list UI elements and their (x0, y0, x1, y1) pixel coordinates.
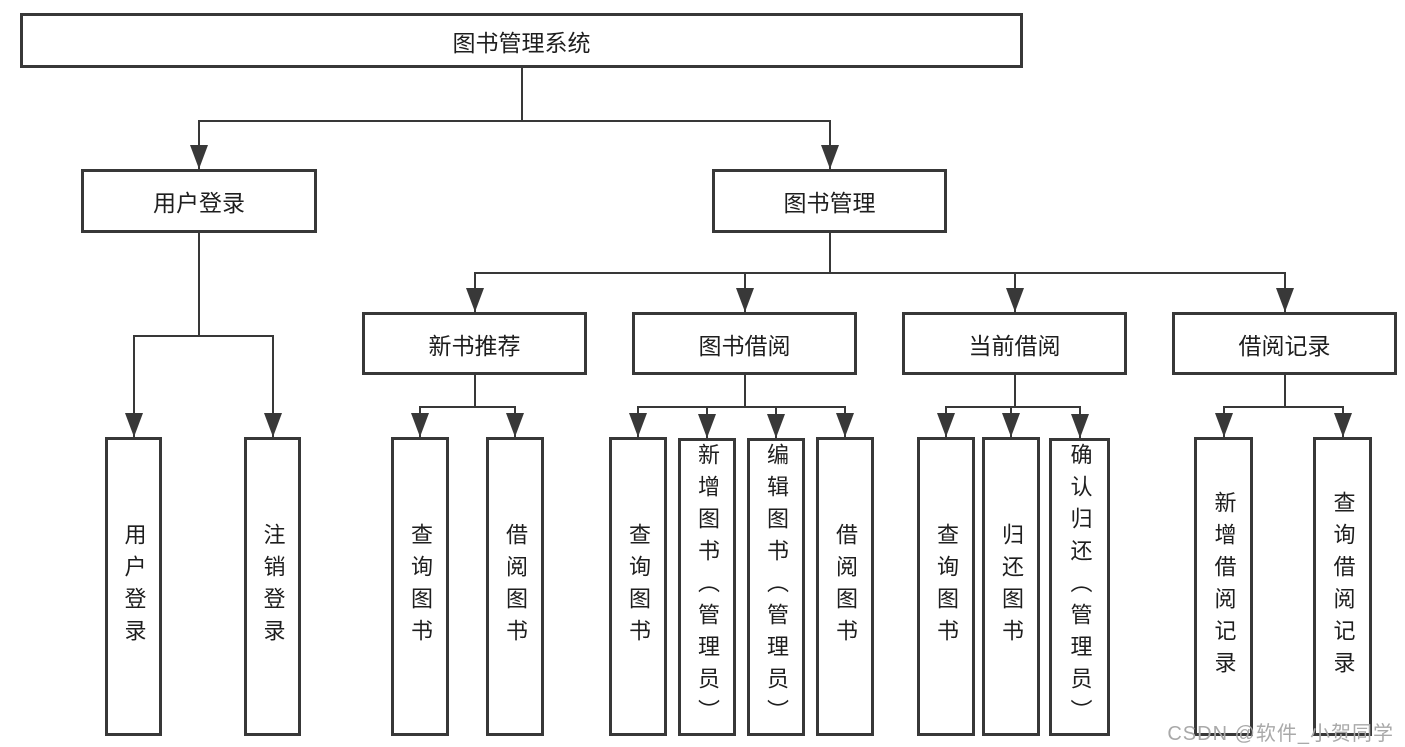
arrow-down-leaf-return-book (1002, 413, 1020, 437)
connector-bus-current-borrow (945, 406, 1081, 408)
connector-bus-root (198, 120, 831, 122)
node-book-mgmt: 图书管理 (712, 169, 947, 233)
node-new-book-rec: 新书推荐 (362, 312, 587, 375)
node-leaf-borrow-book-1: 借阅图书 (486, 437, 544, 736)
arrow-down-book-mgmt (820, 145, 839, 169)
node-label-leaf-user-login: 用户登录 (121, 522, 147, 651)
node-leaf-logout: 注销登录 (244, 437, 301, 736)
connector-drop-leaf-user-login (132, 335, 135, 437)
node-label-leaf-add-record: 新增借阅记录 (1211, 490, 1237, 683)
arrow-down-leaf-query-book-2 (629, 413, 647, 437)
arrow-down-user-login (190, 145, 208, 169)
node-label-new-book-rec: 新书推荐 (428, 332, 521, 359)
connector-drop-leaf-logout (271, 335, 274, 437)
arrow-down-leaf-logout (263, 413, 282, 437)
arrow-down-leaf-borrow-book-2 (836, 413, 854, 437)
node-borrow-records: 借阅记录 (1172, 312, 1397, 375)
node-leaf-confirm-return: 确认归还（管理员） (1049, 438, 1110, 736)
node-label-book-mgmt: 图书管理 (783, 190, 876, 216)
node-book-borrow: 图书借阅 (632, 312, 857, 375)
connector-drop-user-login (198, 120, 200, 169)
connector-stub-root (520, 68, 523, 122)
node-label-user-login: 用户登录 (153, 190, 245, 216)
arrow-down-leaf-edit-book (767, 414, 785, 438)
node-leaf-edit-book: 编辑图书（管理员） (747, 438, 805, 736)
connector-bus-book-mgmt (473, 272, 1286, 274)
node-label-leaf-query-record: 查询借阅记录 (1330, 490, 1356, 683)
node-label-leaf-add-book: 新增图书（管理员） (695, 443, 720, 731)
connector-stub-new-book-rec (473, 375, 476, 408)
node-leaf-add-record: 新增借阅记录 (1194, 437, 1253, 736)
node-label-leaf-query-book-1: 查询图书 (408, 522, 433, 651)
node-label-leaf-borrow-book-2: 借阅图书 (833, 522, 858, 651)
connector-stub-current-borrow (1013, 375, 1016, 408)
node-label-leaf-confirm-return: 确认归还（管理员） (1067, 443, 1093, 731)
arrow-down-book-borrow (735, 288, 754, 312)
node-label-book-borrow: 图书借阅 (698, 332, 791, 359)
arrow-down-leaf-user-login (124, 413, 143, 437)
connector-bus-book-borrow (637, 406, 846, 408)
node-label-leaf-query-book-2: 查询图书 (626, 522, 651, 651)
node-current-borrow: 当前借阅 (902, 312, 1127, 375)
connector-stub-book-borrow (743, 375, 746, 408)
node-leaf-user-login: 用户登录 (105, 437, 162, 736)
node-leaf-query-book-2: 查询图书 (609, 437, 667, 736)
connector-stub-user-login (198, 233, 200, 337)
node-label-leaf-query-book-3: 查询图书 (934, 522, 959, 651)
arrow-down-leaf-add-record (1214, 413, 1233, 437)
node-user-login: 用户登录 (81, 169, 317, 233)
node-label-leaf-borrow-book-1: 借阅图书 (503, 522, 528, 651)
node-leaf-borrow-book-2: 借阅图书 (816, 437, 874, 736)
arrow-down-leaf-borrow-book-1 (506, 413, 524, 437)
watermark: CSDN @软件_小贺同学 (1167, 723, 1394, 745)
connector-bus-user-login (132, 335, 274, 337)
node-label-leaf-return-book: 归还图书 (999, 522, 1024, 651)
node-leaf-query-record: 查询借阅记录 (1313, 437, 1372, 736)
connector-stub-book-mgmt (828, 233, 831, 274)
node-leaf-query-book-1: 查询图书 (391, 437, 449, 736)
arrow-down-leaf-query-book-3 (937, 413, 955, 437)
arrow-down-borrow-records (1275, 288, 1294, 312)
arrow-down-leaf-confirm-return (1070, 414, 1089, 438)
node-leaf-return-book: 归还图书 (982, 437, 1040, 736)
arrow-down-current-borrow (1005, 288, 1024, 312)
node-label-root: 图书管理系统 (452, 29, 591, 56)
node-label-leaf-edit-book: 编辑图书（管理员） (764, 443, 789, 731)
arrow-down-leaf-query-book-1 (411, 413, 429, 437)
arrow-down-leaf-add-book (698, 414, 716, 438)
arrow-down-leaf-query-record (1333, 413, 1352, 437)
node-leaf-query-book-3: 查询图书 (917, 437, 975, 736)
connector-bus-borrow-records (1222, 406, 1344, 408)
connector-bus-new-book-rec (419, 406, 516, 408)
node-label-leaf-logout: 注销登录 (260, 522, 286, 651)
node-root: 图书管理系统 (20, 13, 1023, 68)
node-label-borrow-records: 借阅记录 (1238, 332, 1331, 359)
node-label-current-borrow: 当前借阅 (968, 332, 1061, 359)
node-leaf-add-book: 新增图书（管理员） (678, 438, 736, 736)
connector-drop-book-mgmt (828, 120, 831, 169)
connector-stub-borrow-records (1283, 375, 1286, 408)
arrow-down-new-book-rec (465, 288, 484, 312)
